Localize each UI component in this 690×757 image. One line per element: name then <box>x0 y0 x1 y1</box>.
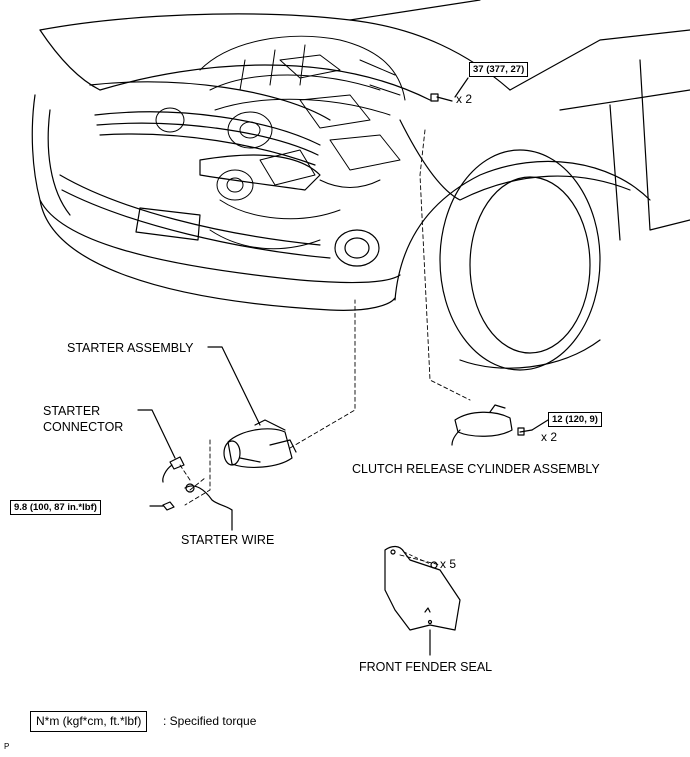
top-torque-leader <box>454 77 469 98</box>
seal-clip-quantity: x 5 <box>440 557 457 571</box>
seal-clip-icon <box>430 561 438 569</box>
top-bolt-torque: 37 (377, 27) <box>469 62 529 77</box>
clutch-torque-leader <box>531 419 549 431</box>
engine <box>155 35 406 250</box>
starter-connector-label-line1: STARTER <box>43 404 101 418</box>
clutch-bolt-quantity: x 2 <box>541 430 558 444</box>
starter-assembly-leader <box>207 346 261 426</box>
starter-connector-leader <box>137 409 176 459</box>
assembly-dash-lines <box>179 129 471 566</box>
starter-assembly-label: STARTER ASSEMBLY <box>67 341 194 355</box>
clutch-release-label: CLUTCH RELEASE CYLINDER ASSEMBLY <box>352 462 600 476</box>
clutch-release-cylinder <box>451 404 533 446</box>
clutch-seal-dash <box>403 551 431 565</box>
nut-torque: 9.8 (100, 87 in.*lbf) <box>10 500 101 515</box>
starter-wire-label: STARTER WIRE <box>181 533 275 547</box>
starter-connector <box>162 456 185 483</box>
starter-connector-label-line2: CONNECTOR <box>43 420 124 434</box>
torque-legend-box: N*m (kgf*cm, ft.*lbf) <box>30 711 148 732</box>
torque-legend-text: : Specified torque <box>163 714 257 728</box>
starter-wire <box>184 483 233 511</box>
front-fender-seal-label: FRONT FENDER SEAL <box>359 660 493 674</box>
top-bolt <box>430 93 453 102</box>
clutch-bolt-torque: 12 (120, 9) <box>548 412 602 427</box>
starter-nut <box>162 501 175 511</box>
top-bolt-quantity: x 2 <box>456 92 473 106</box>
vehicle-body <box>31 0 690 371</box>
starter-assembly <box>223 419 297 468</box>
figure-code: P <box>4 742 10 751</box>
